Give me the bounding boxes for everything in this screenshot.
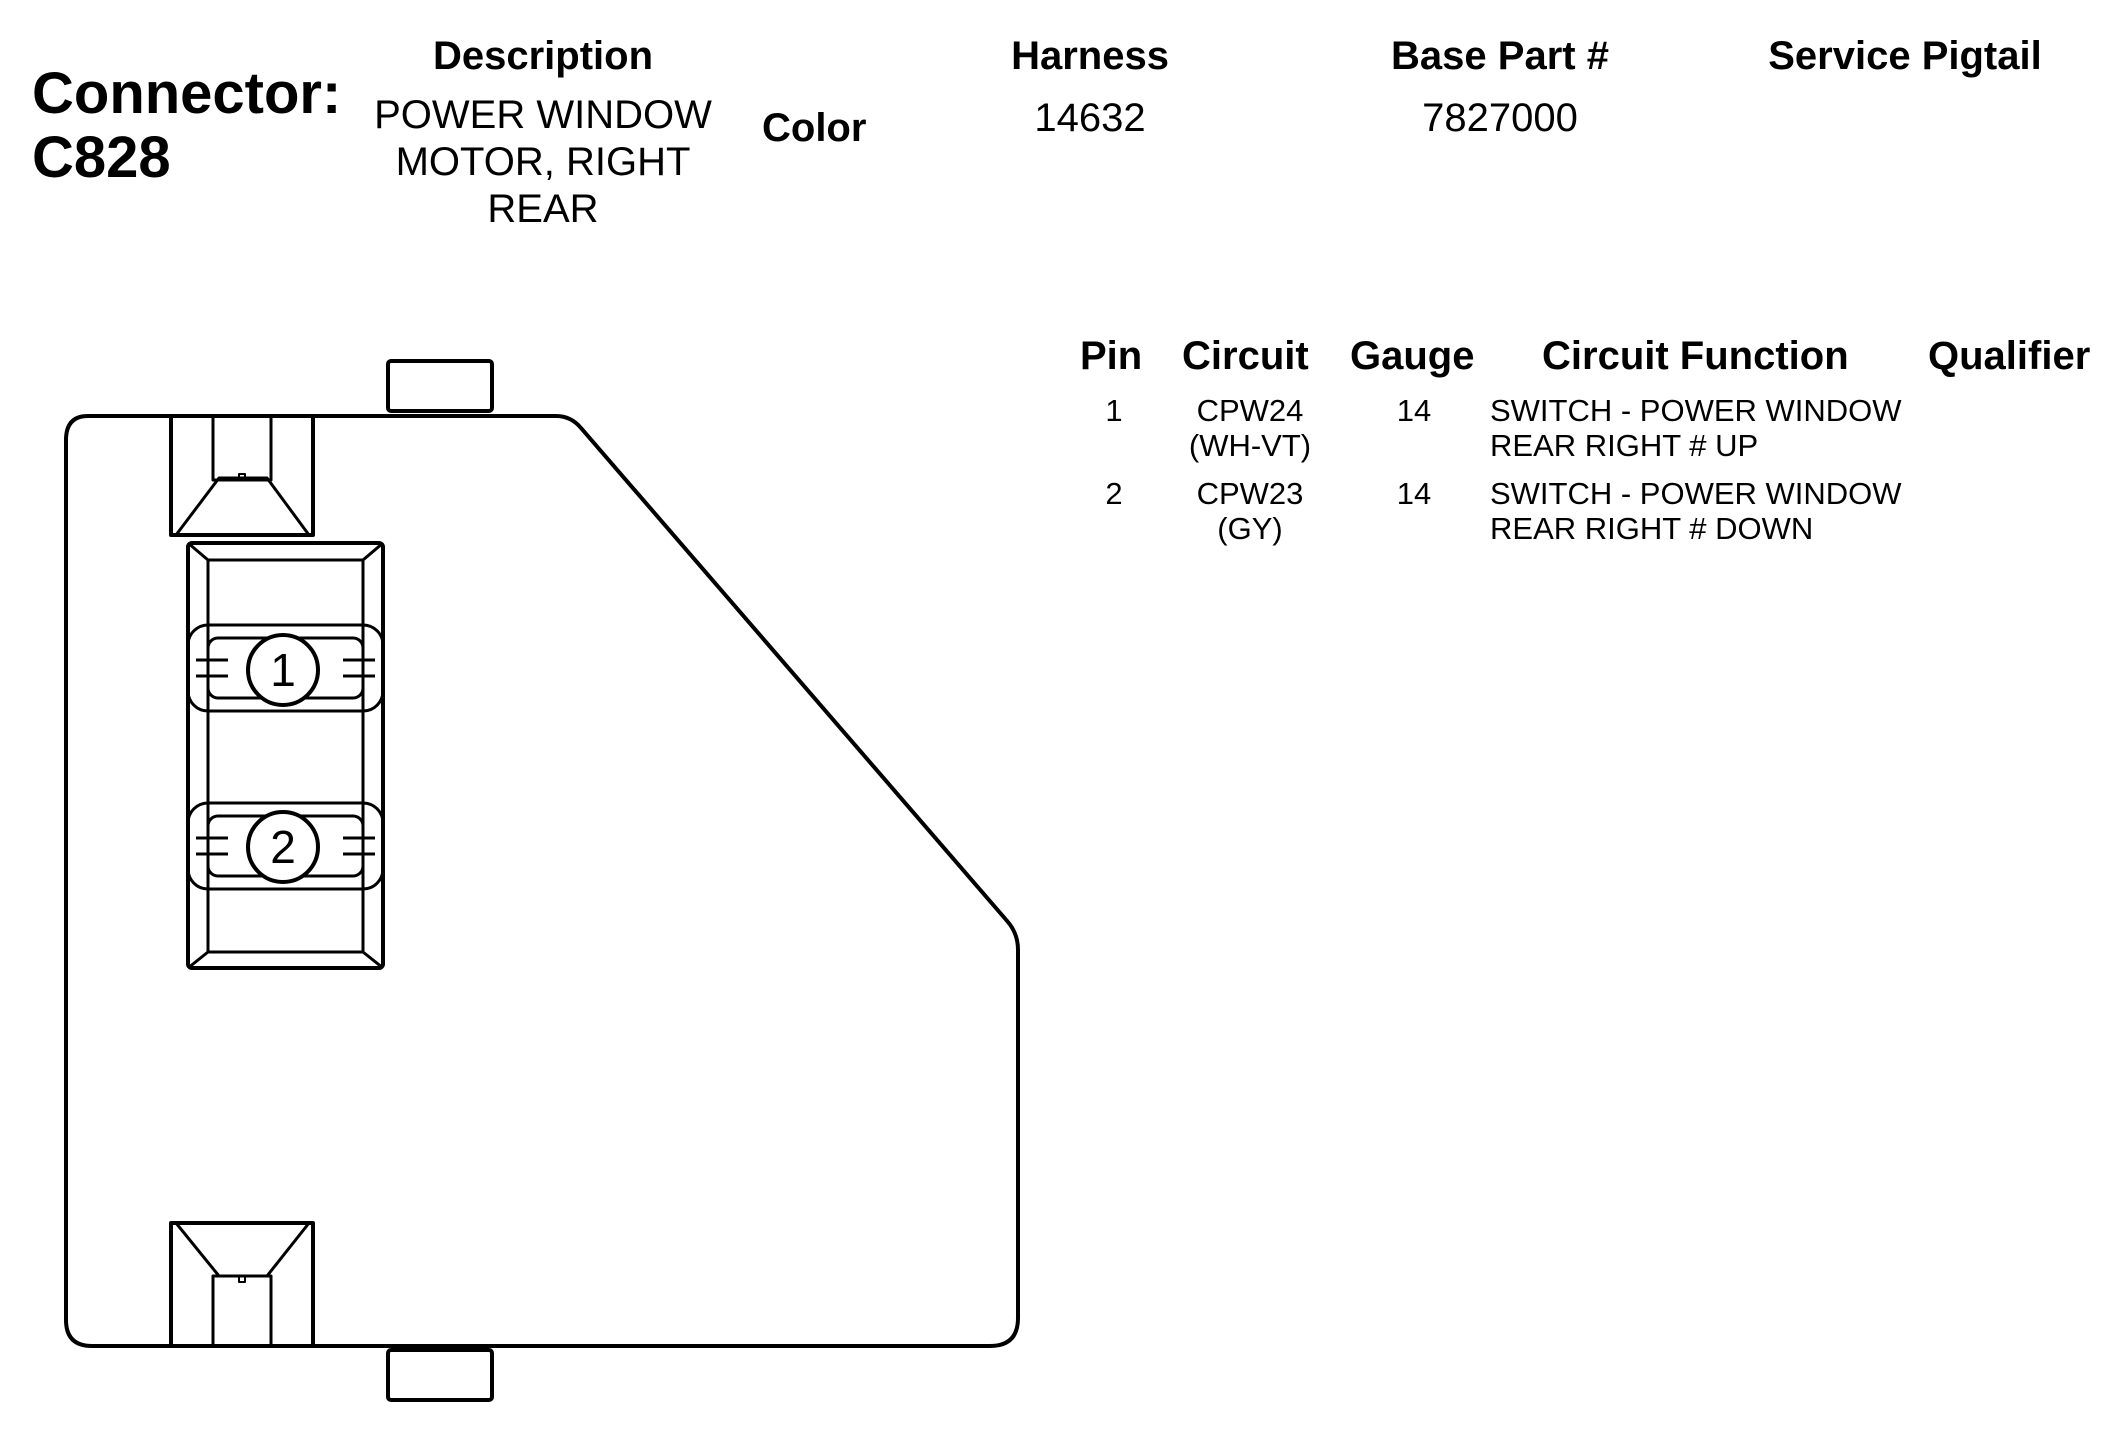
function-line: SWITCH - POWER WINDOW: [1490, 476, 1902, 511]
description-header: Description: [432, 34, 654, 78]
harness-header: Harness: [1011, 34, 1169, 78]
row-2-function: SWITCH - POWER WINDOW REAR RIGHT # DOWN: [1490, 476, 1902, 546]
base-part-value: 7827000: [1422, 96, 1578, 140]
row-1-function: SWITCH - POWER WINDOW REAR RIGHT # UP: [1490, 393, 1902, 463]
row-2-pin: 2: [1105, 476, 1123, 511]
function-line: SWITCH - POWER WINDOW: [1490, 393, 1902, 428]
connector-label-line1: Connector:: [32, 61, 342, 126]
row-2-gauge: 14: [1396, 476, 1432, 511]
row-1-pin: 1: [1105, 393, 1123, 428]
connector-housing: [64, 414, 1020, 1348]
pin-cavity-block: [186, 541, 385, 970]
column-header-gauge: Gauge: [1350, 334, 1475, 378]
top-latch-tab: [386, 359, 494, 413]
bottom-keyway: [169, 1221, 315, 1346]
column-header-circuit-function: Circuit Function: [1542, 334, 1849, 378]
function-line: REAR RIGHT # UP: [1490, 428, 1759, 463]
base-part-header: Base Part #: [1391, 34, 1609, 78]
description-line: MOTOR, RIGHT: [395, 140, 691, 184]
description-value: POWER WINDOW MOTOR, RIGHT REAR: [343, 92, 743, 233]
top-keyway: [169, 416, 315, 537]
color-header: Color: [762, 106, 867, 150]
bottom-latch-tab: [386, 1348, 494, 1402]
service-pigtail-header: Service Pigtail: [1768, 34, 2042, 78]
description-line: REAR: [487, 187, 599, 231]
pin-1-label: 1: [270, 644, 296, 696]
row-1-circuit: CPW24 (WH-VT): [1160, 393, 1340, 463]
harness-value: 14632: [1034, 96, 1146, 140]
circuit-color: (WH-VT): [1188, 428, 1312, 463]
column-header-qualifier: Qualifier: [1928, 334, 2091, 378]
row-2-circuit: CPW23 (GY): [1160, 476, 1340, 546]
pin-1-marker: [246, 633, 320, 707]
circuit-id: CPW23: [1196, 476, 1304, 511]
pin-2-marker: [246, 810, 320, 884]
pin-2-label: 2: [270, 821, 296, 873]
circuit-color: (GY): [1217, 511, 1283, 546]
connector-title: Connector: C828: [32, 62, 341, 190]
function-line: REAR RIGHT # DOWN: [1490, 511, 1814, 546]
column-header-circuit: Circuit: [1182, 334, 1309, 378]
column-header-pin: Pin: [1080, 334, 1143, 378]
circuit-id: CPW24: [1196, 393, 1304, 428]
row-1-gauge: 14: [1396, 393, 1432, 428]
description-line: POWER WINDOW: [374, 93, 712, 137]
connector-id: C828: [32, 125, 171, 190]
